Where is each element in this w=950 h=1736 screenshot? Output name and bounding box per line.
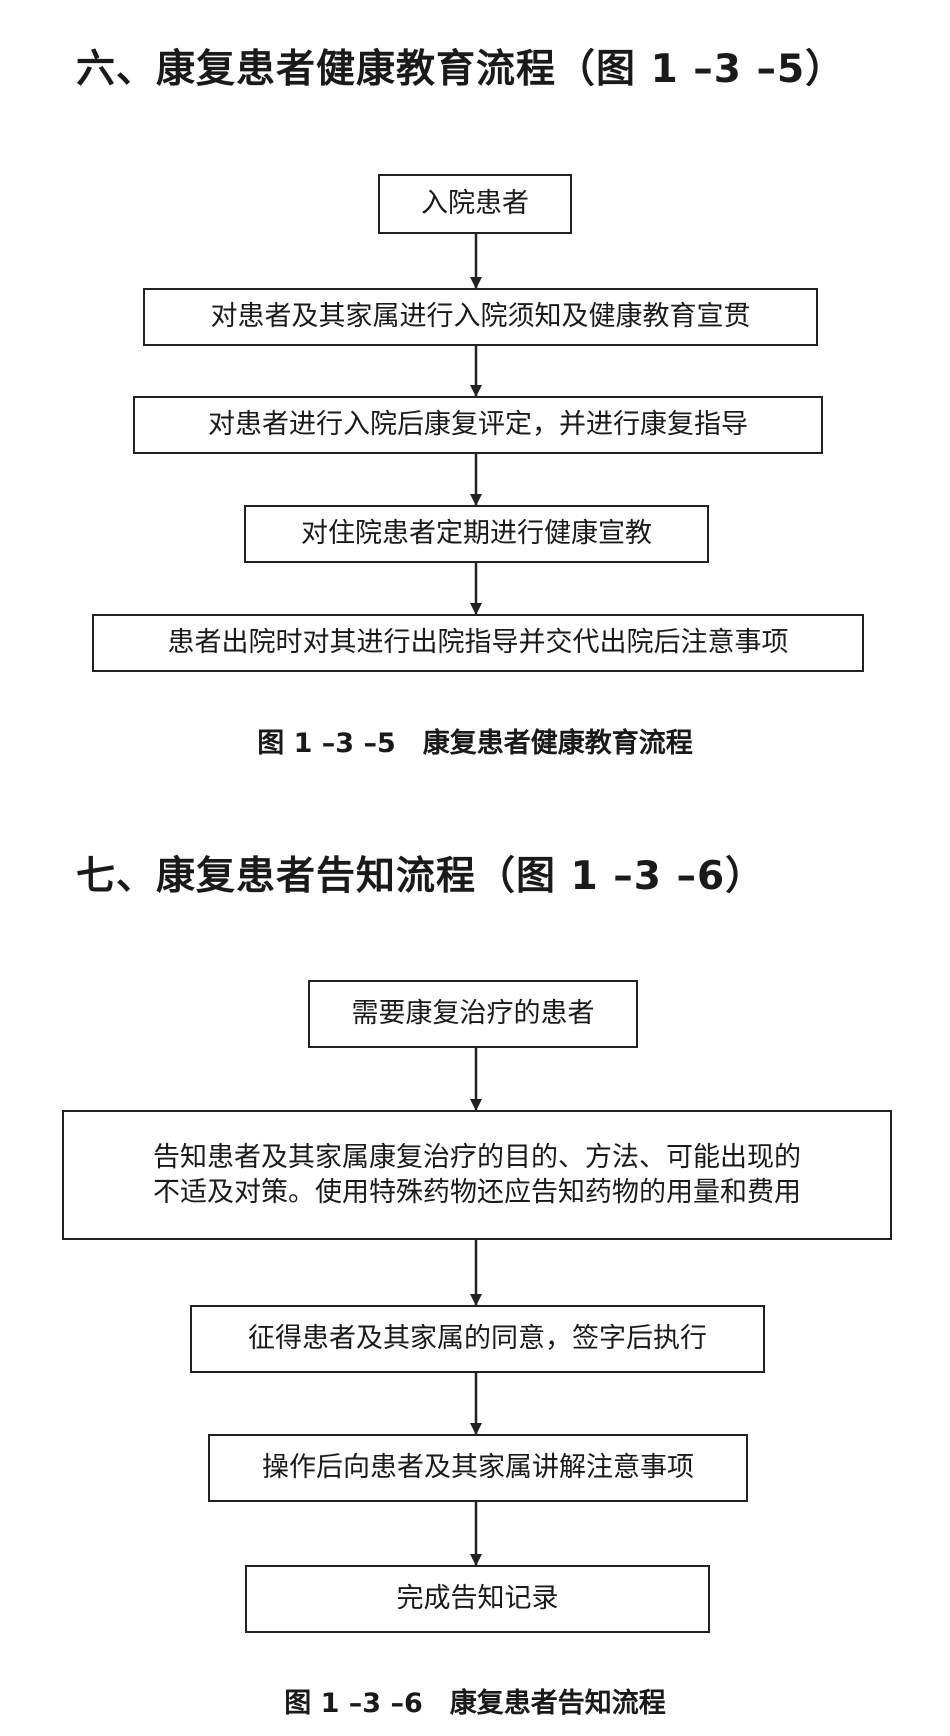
flow7-step4-box: 操作后向患者及其家属讲解注意事项 xyxy=(208,1434,748,1502)
flow7-step1-box: 需要康复治疗的患者 xyxy=(308,980,638,1048)
figure-caption-1-3-5: 图 1 –3 –5 康复患者健康教育流程 xyxy=(257,728,693,759)
flow7-step2-box: 告知患者及其家属康复治疗的目的、方法、可能出现的 不适及对策。使用特殊药物还应告… xyxy=(62,1110,892,1240)
flow7-step2-line2: 不适及对策。使用特殊药物还应告知药物的用量和费用 xyxy=(153,1177,801,1208)
flow6-step2-box: 对患者及其家属进行入院须知及健康教育宣贯 xyxy=(143,288,818,346)
flow6-step1-box: 入院患者 xyxy=(378,174,572,234)
flow6-step3-box: 对患者进行入院后康复评定，并进行康复指导 xyxy=(133,396,823,454)
flow7-step2-line1: 告知患者及其家属康复治疗的目的、方法、可能出现的 xyxy=(153,1141,801,1173)
flow6-step5-box: 患者出院时对其进行出院指导并交代出院后注意事项 xyxy=(92,614,864,672)
flow7-step5-box: 完成告知记录 xyxy=(245,1565,710,1633)
section6-heading: 六、康复患者健康教育流程（图 1 –3 –5） xyxy=(76,47,846,92)
flow6-step4-box: 对住院患者定期进行健康宣教 xyxy=(244,505,709,563)
flow7-step3-box: 征得患者及其家属的同意，签字后执行 xyxy=(190,1305,765,1373)
figure-caption-1-3-6: 图 1 –3 –6 康复患者告知流程 xyxy=(284,1688,666,1719)
section7-heading: 七、康复患者告知流程（图 1 –3 –6） xyxy=(76,854,766,899)
